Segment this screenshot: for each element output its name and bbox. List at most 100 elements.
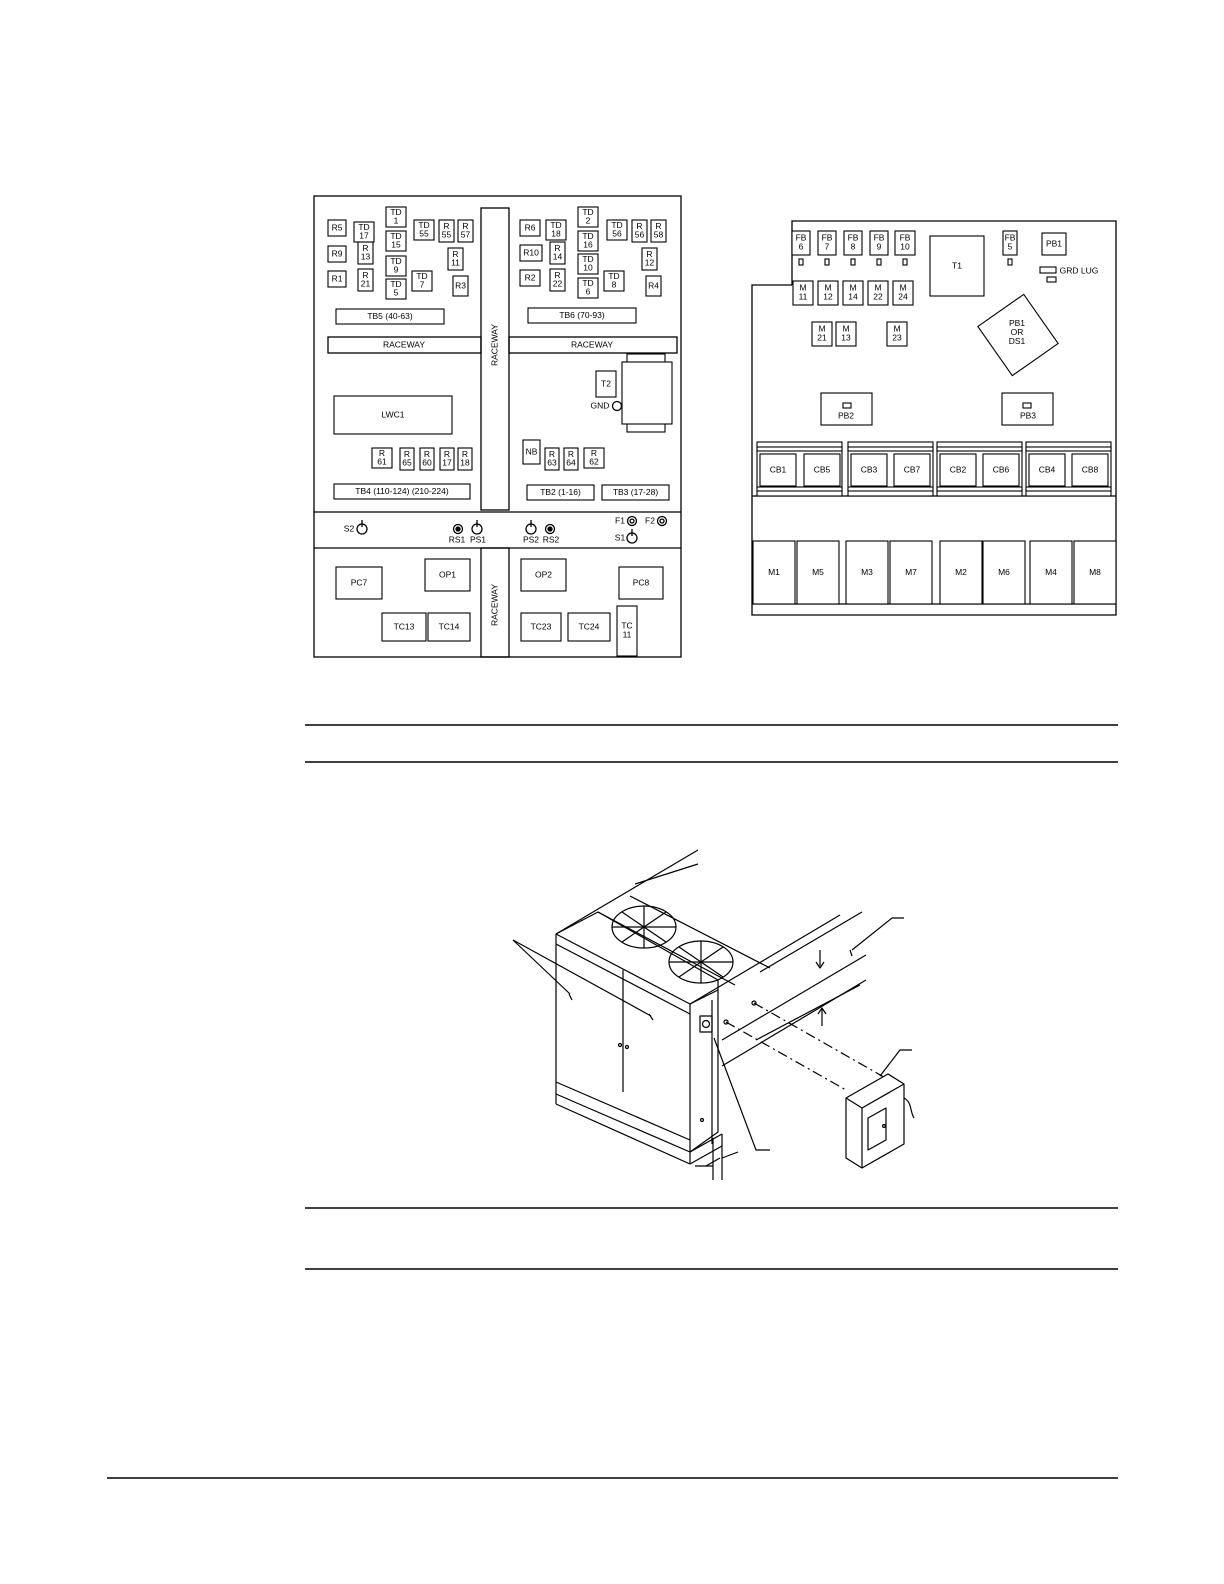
fuse-block-tab-fb10 <box>902 258 908 266</box>
terminal-block-tb3 <box>601 484 670 501</box>
timer-td8 <box>603 270 625 292</box>
component-label-gnd: GND <box>591 400 610 410</box>
circuit-breaker-label-8: CB8 <box>1082 464 1099 474</box>
raceway-label-vertical-top: RACEWAY <box>489 324 499 366</box>
circuit-breaker-label-1: CB1 <box>770 464 787 474</box>
contactor-m22 <box>867 280 889 306</box>
circuit-breaker-label-2: CB5 <box>814 464 831 474</box>
circuit-breaker-label-5: CB2 <box>950 464 967 474</box>
component-pc8 <box>618 566 664 600</box>
push-switch-ps2-icon[interactable] <box>525 520 537 535</box>
relay-r55 <box>438 219 455 243</box>
raceway-label-left: RACEWAY <box>383 339 425 349</box>
relay-r18 <box>457 447 473 471</box>
switch-label-f2: F2 <box>645 515 655 525</box>
component-label-tc24: TC24 <box>579 621 600 631</box>
terminal-block-label-tb4: TB4 (110-124) (210-224) <box>355 486 449 496</box>
breaker-rail-bottom-3 <box>936 486 1023 492</box>
timer-td10 <box>577 253 599 275</box>
reset-switch-rs1-icon[interactable] <box>452 523 464 535</box>
contactor-m24 <box>892 280 914 306</box>
timer-td9 <box>385 255 407 277</box>
circuit-breaker-label-4: CB7 <box>904 464 921 474</box>
breaker-rail-top-3 <box>936 446 1023 452</box>
contactor-m23 <box>886 321 908 347</box>
circuit-breaker-1 <box>759 453 797 487</box>
terminal-block-label-tb5: TB5 (40-63) <box>367 311 413 321</box>
circuit-breaker-7 <box>1028 453 1066 487</box>
component-pc7 <box>335 566 383 600</box>
relay-label-r6: R6 <box>525 222 536 232</box>
switch-s1-icon[interactable] <box>626 529 638 544</box>
relay-r11 <box>447 247 464 271</box>
relay-r10 <box>519 244 543 262</box>
relay-r17 <box>439 447 455 471</box>
component-label-pc8: PC8 <box>633 577 650 587</box>
component-label-op1: OP1 <box>439 569 456 579</box>
relay-r65 <box>399 447 415 471</box>
relay-r58 <box>650 219 667 243</box>
fuse-block-tab-fb8 <box>850 258 856 266</box>
fuse-block-fb7 <box>817 230 837 256</box>
component-label-tc23: TC23 <box>531 621 552 631</box>
pvm-monitor <box>621 353 673 433</box>
push-switch-ps1-icon[interactable] <box>471 520 483 535</box>
disconnect-box-icon <box>845 1073 915 1169</box>
timer-td2 <box>577 206 599 228</box>
motor-contactor-1 <box>752 540 796 605</box>
timer-td18 <box>545 219 567 241</box>
component-op2 <box>520 558 567 592</box>
component-lwc1 <box>333 395 453 435</box>
motor-contactor-4 <box>889 540 933 605</box>
motor-contactor-label-2: M5 <box>812 567 824 577</box>
fuse-block-fb6 <box>791 230 811 256</box>
terminal-block-tb6 <box>527 307 637 324</box>
transformer-t1 <box>929 235 985 297</box>
relay-r56 <box>631 219 648 243</box>
switch-label-f1: F1 <box>615 515 625 525</box>
reset-switch-rs2-icon[interactable] <box>544 523 556 535</box>
relay-r4 <box>645 275 662 297</box>
selector-switch-s2-icon[interactable] <box>356 520 368 535</box>
relay-label-r4: R4 <box>648 280 659 290</box>
circuit-breaker-5 <box>939 453 977 487</box>
switch-label-ps2: PS2 <box>523 534 539 544</box>
component-tc23 <box>520 612 562 642</box>
relay-label-r2: R2 <box>525 272 536 282</box>
component-tc24 <box>567 612 611 642</box>
motor-contactor-label-5: M2 <box>955 567 967 577</box>
timer-td16 <box>577 230 599 252</box>
timer-td56 <box>606 219 628 241</box>
relay-label-r9: R9 <box>332 248 343 258</box>
circuit-breaker-label-7: CB4 <box>1039 464 1056 474</box>
fuse-block-tab-fb5 <box>1007 258 1013 266</box>
component-label-pc7: PC7 <box>351 577 368 587</box>
motor-contactor-label-1: M1 <box>768 567 780 577</box>
fuse-block-fb10 <box>894 230 916 256</box>
relay-r21 <box>357 268 374 292</box>
relay-r62 <box>583 447 605 469</box>
motor-contactor-3 <box>845 540 889 605</box>
terminal-block-tb4 <box>333 483 471 500</box>
pushbutton-pb2 <box>820 392 873 426</box>
motor-contactor-6 <box>982 540 1026 605</box>
component-t2 <box>595 370 617 398</box>
relay-r5 <box>327 219 347 237</box>
